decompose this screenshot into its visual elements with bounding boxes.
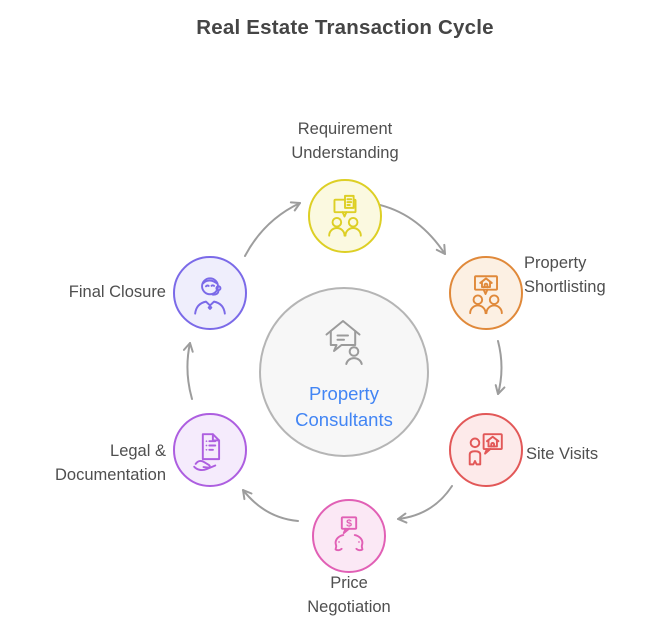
step-circle-site-visits	[449, 413, 523, 487]
svg-text:$: $	[346, 517, 352, 529]
faces-chat-dollar-icon: $	[334, 516, 364, 552]
step-label-final-closure: Final Closure	[68, 283, 166, 301]
center-label: Property Consultants	[295, 383, 393, 431]
center-circle: Property Consultants	[259, 287, 429, 457]
house-chat-person-icon	[325, 320, 363, 365]
arrow-requirement-to-shortlisting	[379, 204, 446, 255]
step-label-price-negotiation: Price Negotiation	[307, 574, 391, 616]
arrow-sitevisits-to-negotiation	[397, 485, 453, 524]
arrow-negotiation-to-legal	[242, 489, 299, 522]
arrow-final-to-requirement	[244, 201, 301, 257]
step-label-legal-documentation: Legal & Documentation	[55, 442, 166, 484]
hand-document-icon	[193, 433, 221, 472]
step-circle-legal-documentation	[173, 413, 247, 487]
people-chat-document-icon	[328, 194, 362, 237]
step-circle-property-shortlisting	[449, 256, 523, 330]
arrow-shortlisting-to-sitevisits	[494, 340, 506, 395]
arrow-legal-to-final	[182, 342, 194, 400]
step-circle-requirement-understanding	[308, 179, 382, 253]
diagram-title: Real Estate Transaction Cycle	[196, 16, 494, 39]
step-circle-final-closure	[173, 256, 247, 330]
people-chat-house-icon	[469, 275, 503, 315]
step-label-property-shortlisting: Property Shortlisting	[524, 254, 606, 296]
step-label-requirement-understanding: Requirement Understanding	[291, 120, 399, 162]
step-label-site-visits: Site Visits	[526, 445, 599, 463]
person-chat-house-icon	[468, 433, 503, 466]
step-circle-price-negotiation: $	[312, 499, 386, 573]
support-agent-icon	[194, 277, 226, 315]
